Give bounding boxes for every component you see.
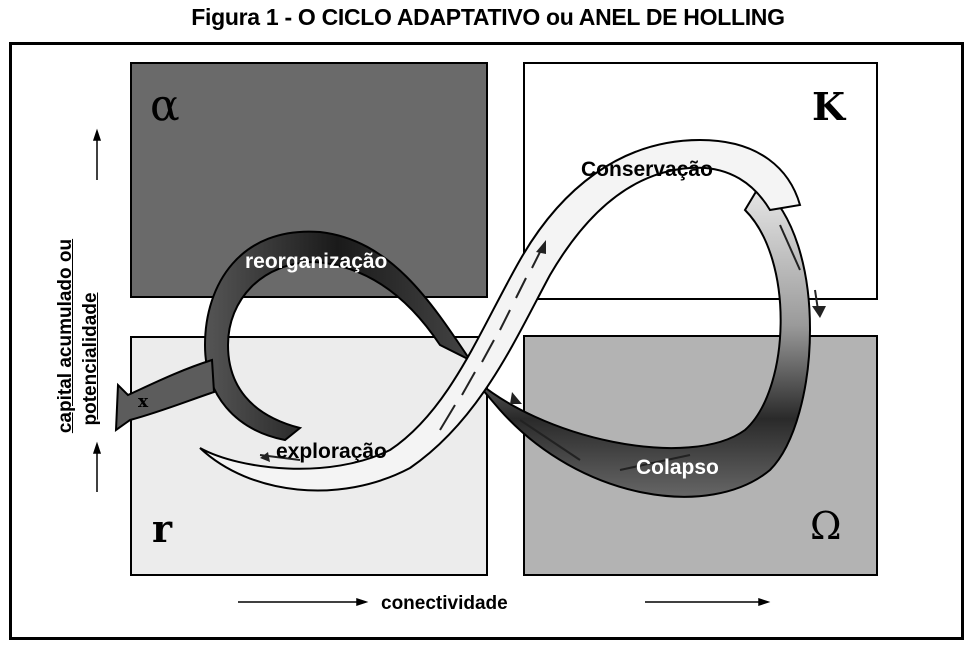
x-axis-label: conectividade	[381, 593, 508, 614]
conservation-label: Conservação	[581, 158, 713, 181]
quadrant-k	[523, 62, 878, 300]
figure-frame	[9, 42, 964, 640]
omega-symbol: Ω	[810, 504, 842, 548]
flow-dashes	[259, 224, 819, 471]
k-symbol: K	[812, 84, 846, 129]
alpha-symbol: α	[150, 80, 180, 131]
band-reorganization	[203, 230, 473, 442]
reorganization-label: reorganização	[245, 250, 388, 273]
collapse-label: Colapso	[636, 456, 719, 479]
exit-arrow	[114, 358, 216, 433]
figure-title: Figura 1 - O CICLO ADAPTATIVO ou ANEL DE…	[191, 4, 785, 30]
exit-marker-label: x	[138, 392, 149, 412]
r-symbol: r	[152, 506, 173, 551]
flow-arrowheads	[260, 240, 826, 462]
band-collapse	[469, 183, 811, 498]
band-exploitation	[199, 138, 802, 492]
exploitation-label: exploração	[276, 440, 387, 463]
